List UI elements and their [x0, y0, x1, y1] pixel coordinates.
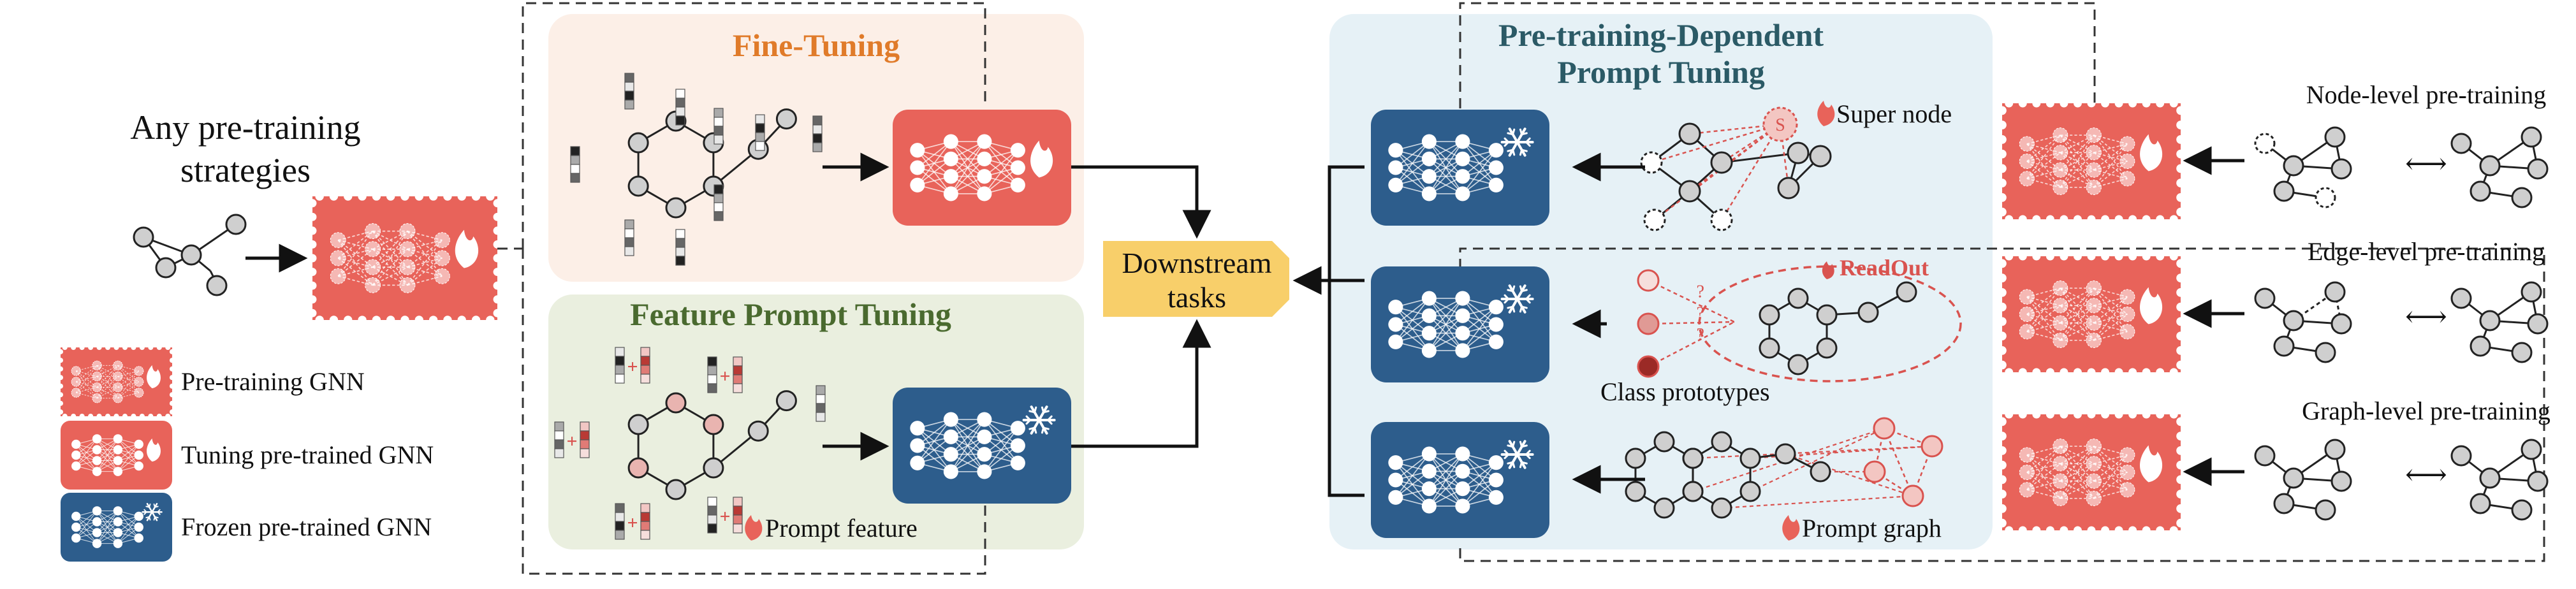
- class-prototypes-label: Class prototypes: [1600, 377, 1770, 406]
- pdpt-gnn-super-node: [1371, 110, 1549, 226]
- node-level-graph-masked: [2254, 126, 2352, 208]
- downstream-tasks-box: [1103, 241, 1289, 317]
- node-level-arrow-symbol: ⟷: [2405, 147, 2447, 180]
- prompt-feature-flame-icon: [745, 515, 763, 541]
- super-node-label: Super node: [1836, 99, 1952, 128]
- pdpt-title-line2: Prompt Tuning: [1557, 54, 1765, 90]
- legend-tuning-icon: [61, 421, 172, 490]
- arrow-ft-to-downstream: [1071, 165, 1211, 239]
- pdpt-gnn-prompt-graph: [1371, 422, 1549, 538]
- legend-frozen-icon: [61, 493, 172, 562]
- graph-level-arrow-symbol: ⟷: [2405, 458, 2447, 491]
- prompt-graph-flame-icon: [1782, 515, 1800, 541]
- node-level-label: Node-level pre-training: [2306, 80, 2547, 109]
- prompt-graph-label: Prompt graph: [1802, 514, 1942, 542]
- right-node-level-gnn: [2002, 103, 2181, 219]
- dashed-frame-bottom: [1459, 247, 2545, 562]
- super-node-flame-icon: [1817, 101, 1835, 126]
- readout-label: ReadOut: [1840, 255, 1929, 280]
- svg-text:?: ?: [1697, 282, 1704, 302]
- left-title-line2: strategies: [180, 151, 311, 189]
- arrow-fp-to-downstream: [1071, 319, 1211, 448]
- input-graph: [133, 214, 247, 296]
- svg-text:+: +: [566, 431, 577, 452]
- prompt-feature-label: Prompt feature: [765, 514, 918, 542]
- svg-text:+: +: [719, 506, 730, 527]
- svg-text:+: +: [627, 356, 638, 377]
- arrow-pdpt-to-downstream: [1328, 165, 1365, 497]
- graph-level-graph-b: [2450, 439, 2549, 521]
- pdpt-title-line1: Pre-training-Dependent: [1498, 17, 1824, 53]
- svg-text:+: +: [627, 513, 638, 534]
- edge-level-arrow-symbol: ⟷: [2405, 300, 2447, 333]
- pdpt-gnn-prototypes: [1371, 266, 1549, 382]
- right-graph-level-gnn: [2002, 414, 2181, 530]
- legend-tuning-label: Tuning pre-trained GNN: [181, 440, 434, 469]
- svg-text:?: ?: [1697, 325, 1704, 345]
- feature-prompt-molecule: + + + + +: [554, 347, 826, 540]
- feature-prompt-title: Feature Prompt Tuning: [630, 296, 951, 332]
- edge-level-label: Edge-level pre-training: [2308, 237, 2545, 266]
- super-node-letter: S: [1775, 115, 1785, 135]
- svg-text:?: ?: [1697, 304, 1704, 324]
- left-pretraining-gnn: [312, 196, 497, 320]
- graph-level-graph-a: [2254, 439, 2352, 521]
- legend-frozen-label: Frozen pre-trained GNN: [181, 513, 432, 541]
- prompt-graph: [1625, 417, 1943, 519]
- dashed-frame-left: [522, 2, 986, 249]
- downstream-line2: tasks: [1167, 281, 1226, 314]
- super-node-graph: S: [1640, 106, 1832, 231]
- node-level-graph-full: [2450, 126, 2549, 208]
- left-title-line1: Any pre-training: [130, 108, 360, 147]
- fine-tuning-title: Fine-Tuning: [733, 27, 900, 63]
- legend-pretraining-icon: [61, 347, 172, 416]
- class-prototypes-graph: ReadOut???: [1637, 255, 1962, 382]
- svg-text:+: +: [719, 366, 730, 387]
- legend-pretraining-label: Pre-training GNN: [181, 367, 365, 396]
- fine-tuning-gnn: [893, 110, 1071, 226]
- right-edge-level-gnn: [2002, 256, 2181, 372]
- dashed-frame-top: [1459, 2, 2096, 108]
- fine-tuning-molecule: [570, 73, 823, 266]
- feature-prompt-gnn: [893, 388, 1071, 504]
- graph-level-label: Graph-level pre-training: [2302, 396, 2550, 425]
- downstream-line1: Downstream: [1122, 247, 1271, 279]
- edge-level-graph-full: [2450, 281, 2549, 363]
- dashed-frame-left-bottom: [522, 249, 986, 575]
- edge-level-graph-masked: [2254, 281, 2352, 363]
